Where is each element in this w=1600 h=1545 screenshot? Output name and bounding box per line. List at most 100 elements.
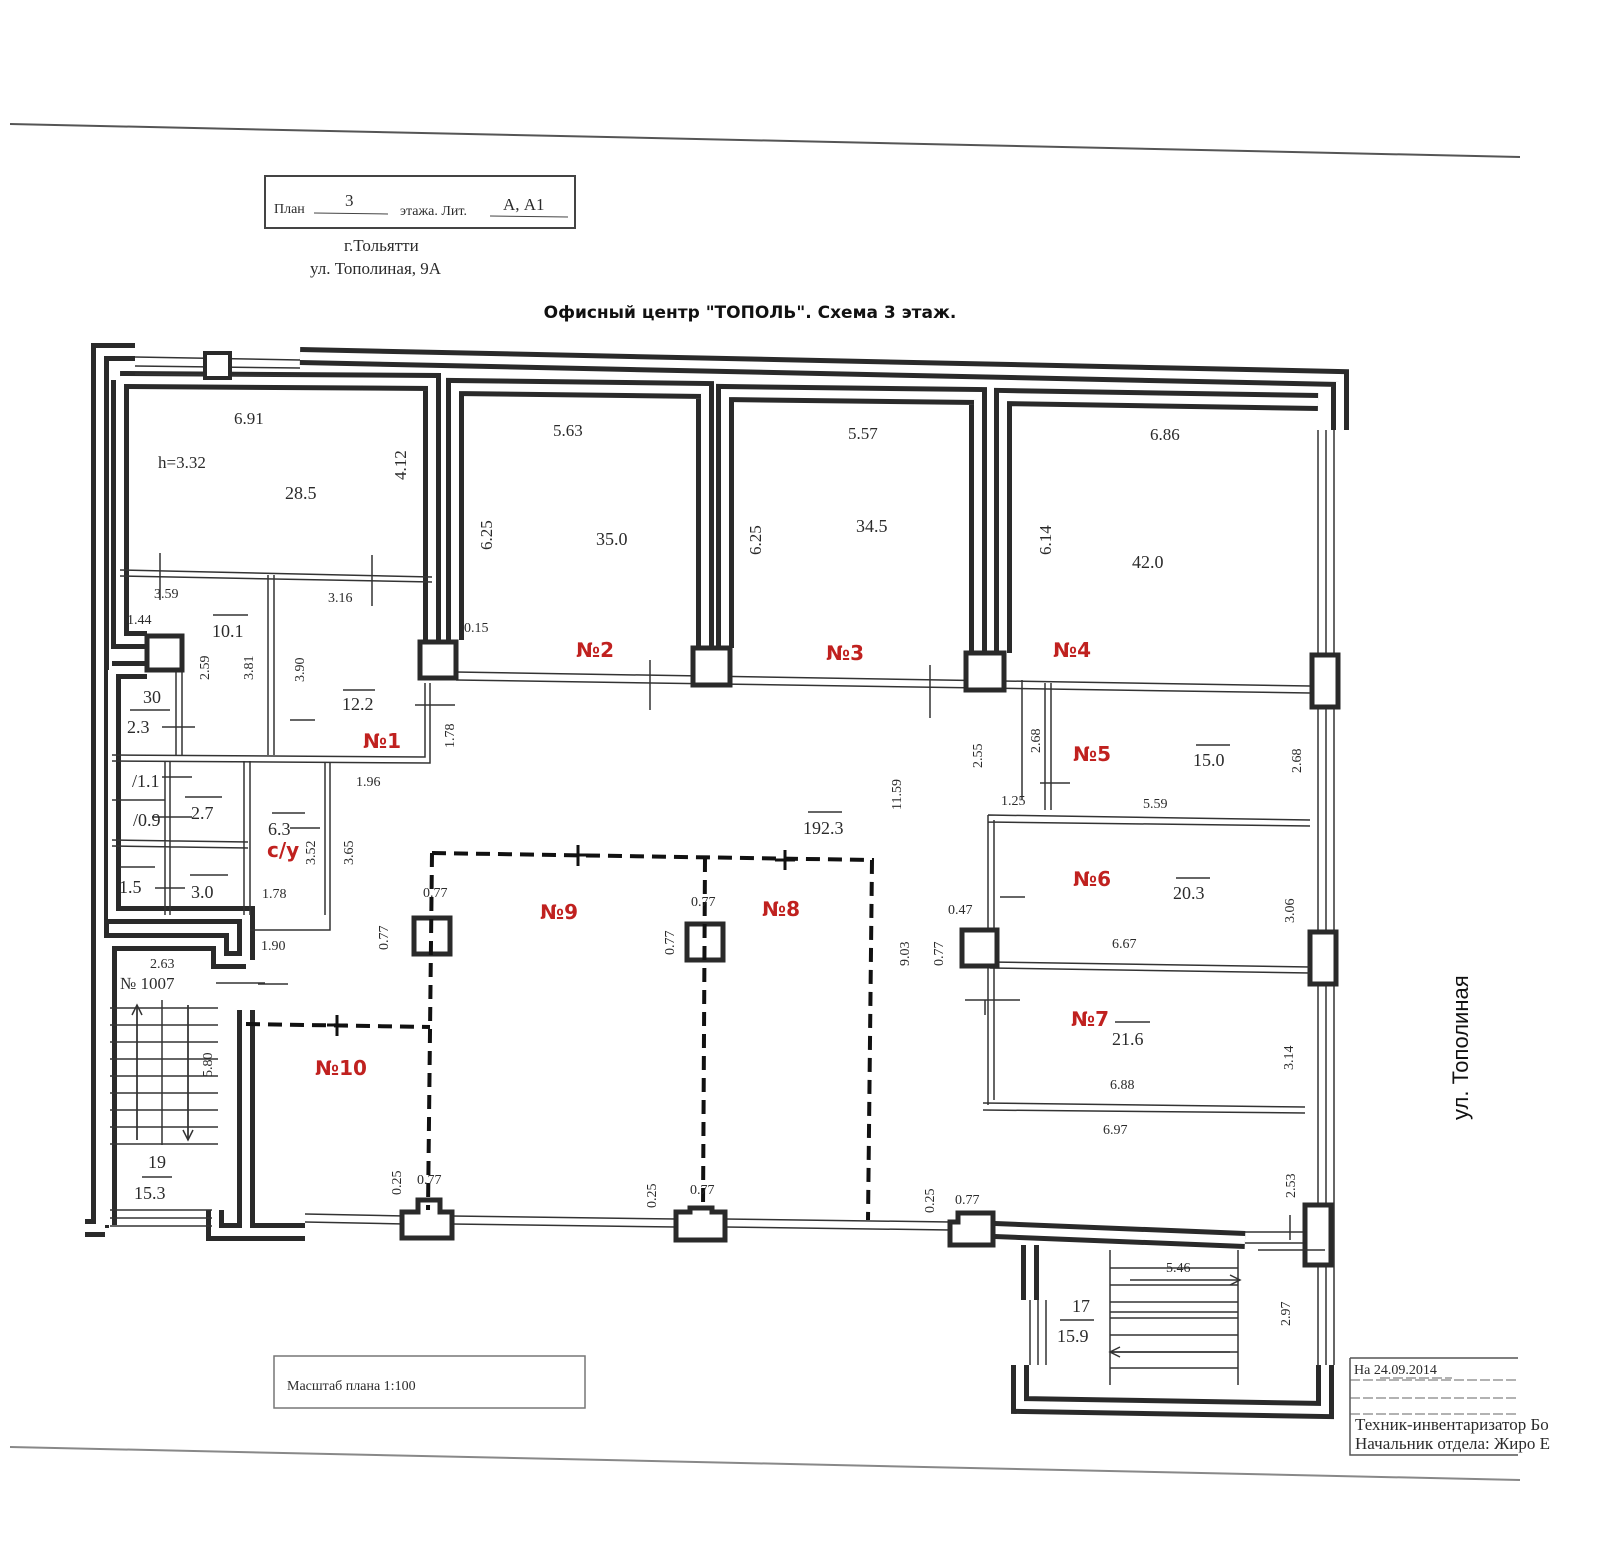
dimension: 2.55	[971, 744, 986, 769]
dimension: 5.59	[1143, 797, 1168, 812]
floor-underline	[313, 212, 389, 215]
stair-arrow-icons	[131, 1003, 1242, 1358]
office-label-9: №9	[540, 900, 578, 924]
room-number-1007: № 1007	[120, 974, 175, 993]
page-title: Офисный центр "ТОПОЛЬ". Схема 3 этаж.	[544, 303, 957, 323]
building-letters: А, А1	[503, 195, 545, 214]
dimension: 0.77	[690, 1183, 715, 1198]
office-label-7: №7	[1071, 1007, 1109, 1031]
dimension: 2.68	[1029, 729, 1044, 754]
dimension: 5.63	[553, 421, 583, 440]
plan-label: План	[274, 202, 305, 217]
dimension: 1.78	[262, 887, 287, 902]
area-label: 2.3	[127, 717, 150, 737]
office-label-8: №8	[762, 897, 800, 921]
area-overlines	[120, 614, 1230, 1321]
dimension: 1.25	[1001, 794, 1026, 809]
stamp-date: На 24.09.2014	[1354, 1363, 1437, 1378]
columns	[144, 633, 1007, 969]
dimension: 2.63	[150, 957, 175, 972]
area-label: 20.3	[1173, 883, 1205, 903]
windows	[110, 351, 1335, 1365]
dimension: 9.03	[898, 942, 913, 967]
office-label-6: №6	[1073, 867, 1111, 891]
dimension: 6.14	[1036, 525, 1055, 555]
scale-box: Масштаб плана 1:100	[273, 1355, 586, 1409]
letters-underline	[489, 215, 569, 218]
walls	[85, 352, 1340, 1410]
dimension: 3.65	[342, 841, 357, 866]
dimension: 2.68	[1290, 749, 1305, 774]
dimension: 3.06	[1283, 899, 1298, 924]
dimension: 2.53	[1284, 1174, 1299, 1199]
stamp-head: Начальник отдела: Жиро Е	[1355, 1434, 1550, 1453]
dimension: 3.52	[304, 841, 319, 866]
office-label-3: №3	[826, 641, 864, 665]
partitions	[110, 553, 1325, 1385]
area-label: 21.6	[1112, 1029, 1144, 1049]
office-label-4: №4	[1053, 638, 1091, 662]
floor-number: 3	[345, 191, 354, 210]
header-box	[264, 175, 576, 229]
dimension: 0.25	[645, 1184, 660, 1209]
dimension-labels: 6.91 h=3.32 4.12 5.63 6.25 0.15 5.57 6.2…	[120, 409, 1305, 1326]
dimension: 1.90	[261, 939, 286, 954]
area-label: 30	[143, 687, 161, 707]
dimension: 11.59	[890, 779, 905, 810]
dimension: 6.25	[746, 525, 765, 555]
area-label: 17	[1072, 1296, 1090, 1316]
dimension: 5.80	[201, 1053, 216, 1078]
dimension: 0.77	[423, 886, 448, 901]
area-label: 15.3	[134, 1183, 166, 1203]
dimension: 0.77	[417, 1173, 442, 1188]
area-label: 6.3	[268, 819, 291, 839]
office-label-10: №10	[315, 1056, 367, 1080]
area-label: 15.0	[1193, 750, 1225, 770]
area-label: 19	[148, 1152, 166, 1172]
dimension: 5.57	[848, 424, 878, 443]
dimension: 6.91	[234, 409, 264, 428]
restroom-label: с/у	[267, 838, 299, 862]
dimension: 3.16	[328, 591, 353, 606]
dimension: 3.59	[154, 587, 179, 602]
area-labels: 28.5 35.0 34.5 42.0 10.1 30 2.3 12.2 /1.…	[119, 483, 1225, 1346]
office-label-1: №1	[363, 729, 401, 753]
dimension: 3.14	[1282, 1046, 1297, 1071]
city: г.Тольятти	[344, 236, 419, 255]
dimension: 0.77	[377, 926, 392, 951]
area-label: 15.9	[1057, 1326, 1089, 1346]
dimension: 0.25	[923, 1189, 938, 1214]
dimension: 1.78	[443, 724, 458, 749]
dimension: 6.86	[1150, 425, 1180, 444]
dimension: 6.97	[1103, 1123, 1128, 1138]
address: ул. Тополиная, 9А	[310, 259, 442, 278]
wall-piers	[399, 652, 1341, 1268]
dimension: 0.15	[464, 621, 489, 636]
area-label: 192.3	[803, 818, 844, 838]
floor-label: этажа. Лит.	[400, 204, 467, 219]
dimension: 0.25	[390, 1171, 405, 1196]
dimension: 3.90	[293, 658, 308, 683]
dimension: 0.47	[948, 903, 973, 918]
office-boundaries	[245, 845, 875, 1221]
stamp-box: На 24.09.2014 Техник-инвентаризатор Бо Н…	[1349, 1357, 1550, 1456]
ceiling-height: h=3.32	[158, 453, 206, 472]
dimension: 0.77	[691, 895, 716, 910]
scale-text: Масштаб плана 1:100	[287, 1379, 416, 1394]
area-label: 35.0	[596, 529, 628, 549]
area-label: 2.7	[191, 803, 214, 823]
dimension: 1.96	[356, 775, 381, 790]
dimension: 0.77	[932, 942, 947, 967]
dimension: 6.88	[1110, 1078, 1135, 1093]
dimension: 1.44	[127, 613, 152, 628]
sheet-top-line	[9, 123, 1521, 158]
area-label: 34.5	[856, 516, 888, 536]
stamp-technician: Техник-инвентаризатор Бо	[1355, 1415, 1549, 1434]
area-label: 1.5	[119, 877, 142, 897]
dimension: 5.46	[1166, 1261, 1191, 1276]
area-label: 12.2	[342, 694, 374, 714]
dimension: 2.59	[198, 656, 213, 681]
dimension: 0.77	[955, 1193, 980, 1208]
